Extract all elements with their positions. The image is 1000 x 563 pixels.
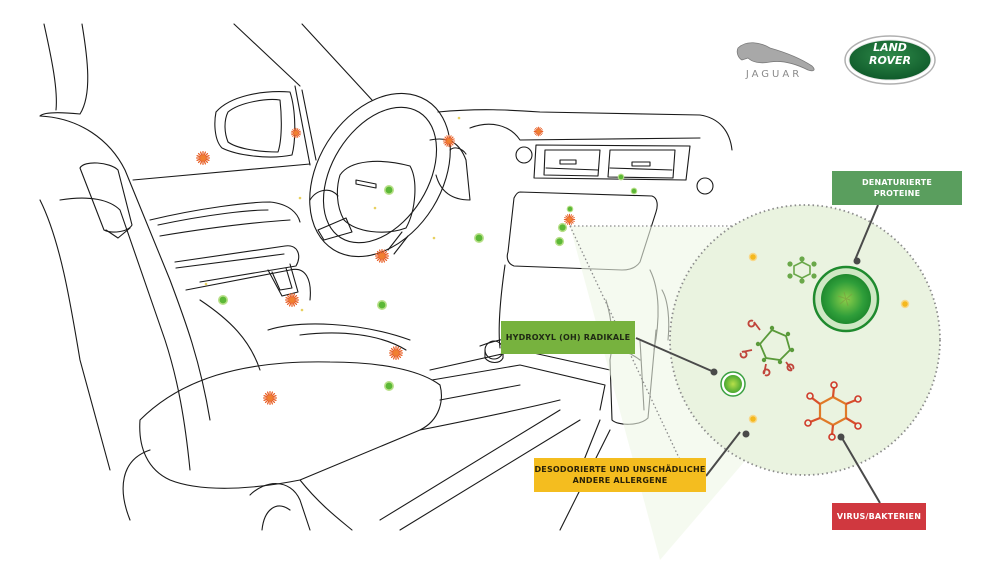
label-hydroxyl-radicals: HYDROXYL (OH) RADIKALE <box>501 321 635 354</box>
land-rover-wordmark: LAND ROVER <box>844 41 936 67</box>
label-denatured-proteins: DENATURIERTE PROTEINE <box>832 171 962 205</box>
land-rover-line2: ROVER <box>869 54 911 67</box>
label-denatured-proteins-line2: PROTEINE <box>873 189 921 198</box>
virus-green-red <box>739 319 795 377</box>
small-molecule <box>787 256 817 284</box>
leader-dots <box>710 257 861 441</box>
label-virus-bacteria: VIRUS/BAKTERIEN <box>832 503 926 530</box>
land-rover-line1: LAND <box>873 41 907 54</box>
denatured-protein-cell <box>812 265 880 333</box>
leader-lines <box>635 204 881 504</box>
magnifier-zone <box>569 204 941 560</box>
label-hydroxyl-radicals-text: HYDROXYL (OH) RADIKALE <box>505 333 631 342</box>
label-denatured-proteins-line1: DENATURIERTE <box>861 178 933 187</box>
label-deodorized-allergens-line1: DESODORIERTE UND UNSCHÄDLICHE <box>534 465 706 474</box>
hydroxyl-radical-magnified <box>720 371 746 397</box>
land-rover-logo-icon <box>844 35 936 85</box>
label-deodorized-allergens: DESODORIERTE UND UNSCHÄDLICHE ANDERE ALL… <box>534 458 706 492</box>
hydroxyl-particles <box>218 173 638 391</box>
virus-orange <box>804 381 862 441</box>
jaguar-logo-icon <box>736 42 815 72</box>
label-deodorized-allergens-line2: ANDERE ALLERGENE <box>572 476 668 485</box>
allergen-specks <box>204 116 461 312</box>
allergen-dots <box>748 252 910 424</box>
label-virus-bacteria-text: VIRUS/BAKTERIEN <box>836 512 922 521</box>
jaguar-wordmark: JAGUAR <box>745 69 803 80</box>
